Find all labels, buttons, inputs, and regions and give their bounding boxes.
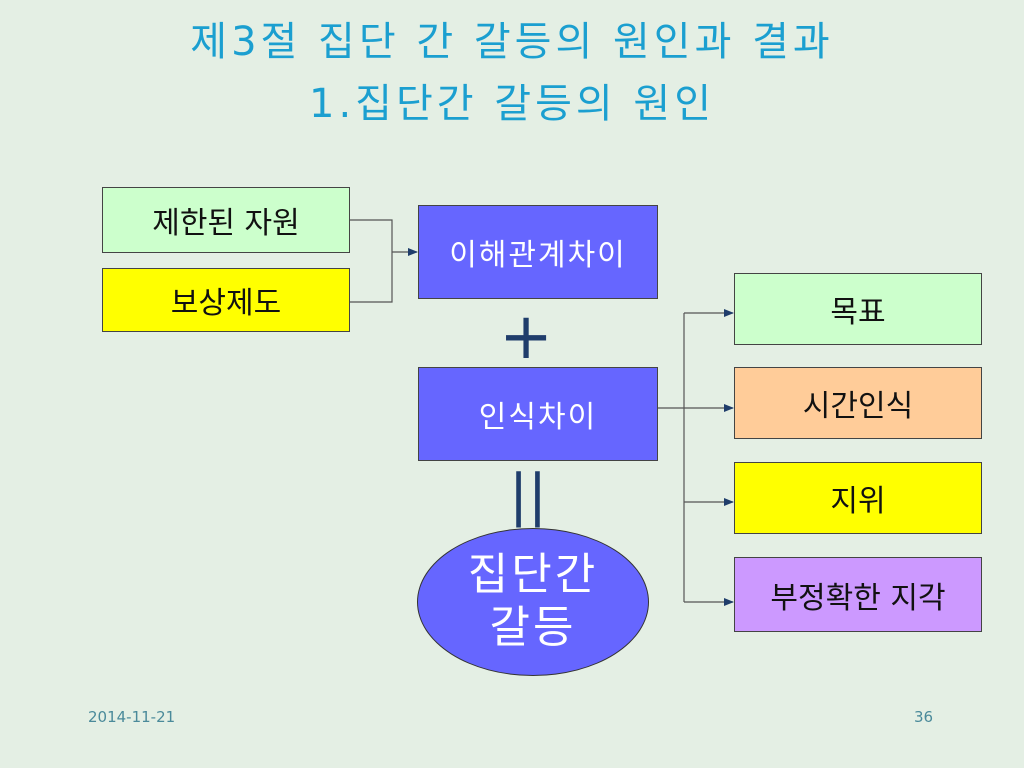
perception-difference-label: 인식차이 — [478, 400, 598, 435]
intergroup-conflict-ellipse: 집단간 갈등 — [417, 528, 649, 676]
factor-box-time-perception: 시간인식 — [734, 367, 982, 439]
connector-reward-system — [350, 252, 393, 303]
factor-label-goal: 목표 — [830, 295, 886, 330]
interest-difference-box: 이해관계차이 — [418, 205, 658, 299]
reward-system-box: 보상제도 — [102, 268, 350, 332]
reward-system-label: 보상제도 — [170, 286, 282, 321]
factor-box-goal: 목표 — [734, 273, 982, 345]
result-label-line1: 집단간 — [467, 549, 599, 601]
slide-subtitle: 1.집단간 갈등의 원인 — [309, 81, 715, 127]
result-label-line2: 갈등 — [489, 602, 577, 653]
equals-symbol: || — [509, 463, 547, 528]
perception-difference-box: 인식차이 — [418, 367, 658, 461]
factor-box-status: 지위 — [734, 462, 982, 534]
footer-date: 2014-11-21 — [88, 708, 176, 726]
factor-box-inaccurate-perception: 부정확한 지각 — [734, 557, 982, 632]
limited-resources-label: 제한된 자원 — [152, 206, 300, 241]
slide-title: 제3절 집단 간 갈등의 원인과 결과 — [190, 19, 834, 65]
plus-symbol: + — [499, 300, 553, 374]
factor-label-inaccurate-perception: 부정확한 지각 — [770, 580, 946, 616]
interest-difference-label: 이해관계차이 — [449, 238, 627, 273]
connector-limited-resources — [350, 219, 393, 252]
limited-resources-box: 제한된 자원 — [102, 187, 350, 253]
factor-label-time-perception: 시간인식 — [802, 389, 914, 424]
page-number: 36 — [914, 708, 934, 726]
factor-label-status: 지위 — [830, 484, 886, 519]
